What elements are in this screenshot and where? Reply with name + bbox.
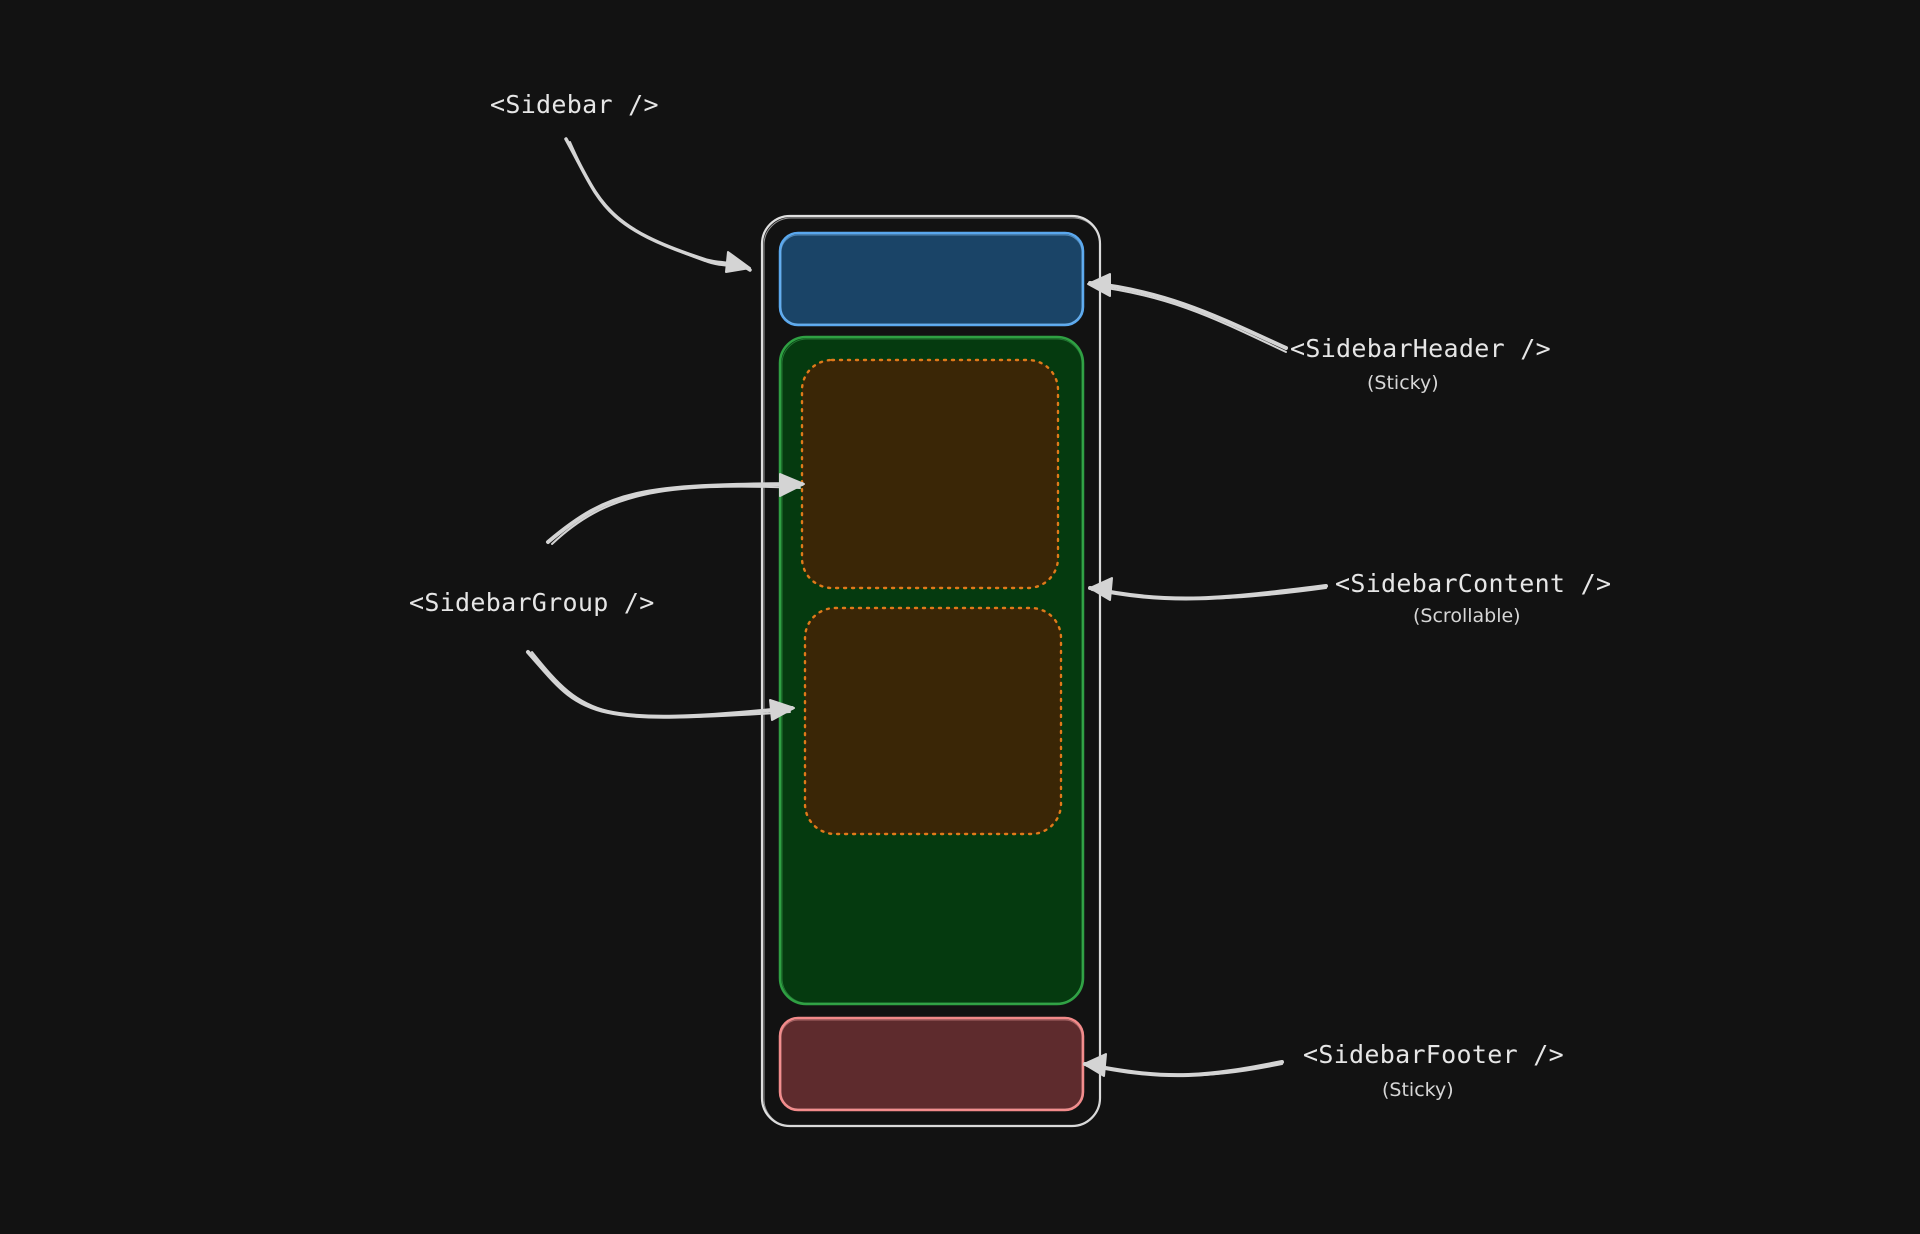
sidebar-footer-note: (Sticky) (1382, 1079, 1454, 1101)
arrow-to-group-1 (546, 473, 805, 545)
arrow-to-group-2 (526, 650, 795, 721)
sidebar-group-label: <SidebarGroup /> (409, 588, 655, 617)
sidebar-footer-box (778, 1016, 1085, 1112)
sidebar-content-note: (Scrollable) (1413, 605, 1521, 627)
sidebar-frame (760, 214, 1102, 1128)
sidebar-header-label: <SidebarHeader /> (1290, 334, 1551, 363)
sidebar-header-box (778, 231, 1085, 327)
sidebar-group-box-1 (800, 358, 1060, 590)
arrow-to-header (1087, 273, 1288, 353)
arrow-to-content (1088, 577, 1328, 601)
sidebar-content-label: <SidebarContent /> (1335, 569, 1612, 598)
arrow-to-sidebar (564, 137, 752, 273)
sidebar-header-note: (Sticky) (1367, 372, 1439, 394)
arrow-to-footer (1083, 1053, 1284, 1078)
sidebar-footer-label: <SidebarFooter /> (1303, 1040, 1564, 1069)
sidebar-group-box-2 (803, 606, 1063, 836)
sidebar-label: <Sidebar /> (490, 90, 659, 119)
